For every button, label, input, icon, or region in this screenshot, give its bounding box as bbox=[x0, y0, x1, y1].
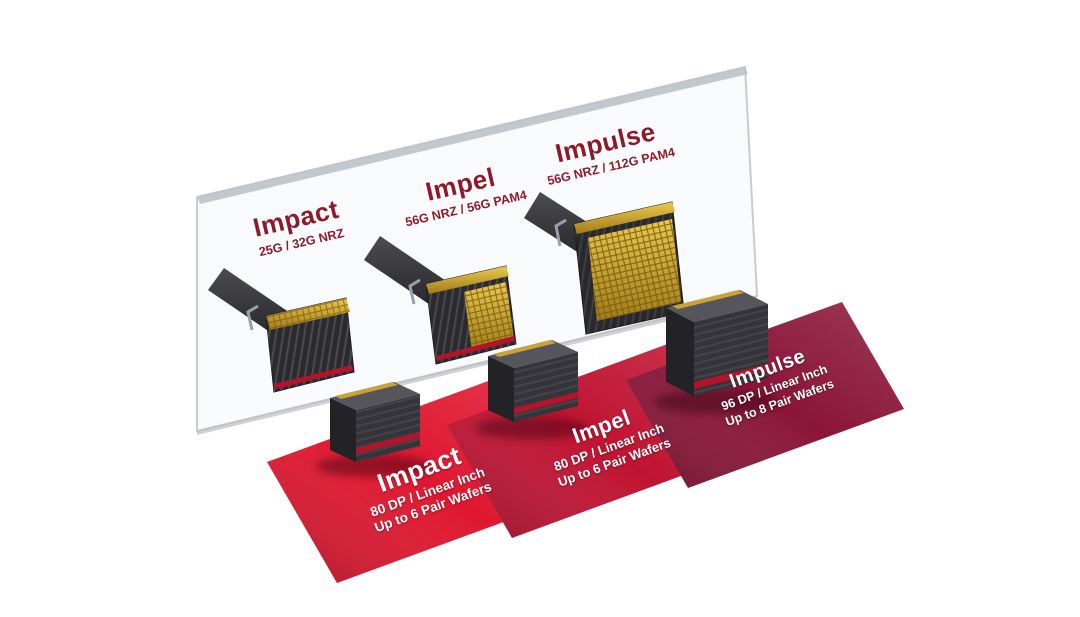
impulse-module bbox=[654, 290, 778, 414]
impel-module-top bbox=[488, 340, 578, 368]
impel-mounting-clip bbox=[408, 278, 421, 305]
impact-module-red-stripe bbox=[356, 432, 420, 454]
impel-module bbox=[476, 340, 588, 439]
impact-module-gold-edge bbox=[335, 382, 398, 399]
impact-red-accent bbox=[274, 365, 353, 389]
impact-module bbox=[316, 382, 432, 477]
impel-module-red-stripe bbox=[514, 392, 578, 414]
impact-gold-contacts-grid bbox=[266, 298, 350, 330]
impulse-gold-top-strip bbox=[574, 202, 675, 234]
glass-panel-top-edge bbox=[197, 67, 748, 204]
impact-module-top bbox=[330, 382, 420, 410]
impulse-gold-pin-grid bbox=[588, 219, 681, 321]
impact-mounting-clip bbox=[246, 304, 259, 331]
impel-red-accent bbox=[436, 336, 515, 361]
impulse-module-shadow bbox=[654, 390, 778, 414]
impel-module-gold-edge bbox=[493, 340, 556, 357]
impulse-module-red-stripe bbox=[694, 364, 768, 389]
impact-backplane-connector bbox=[208, 268, 355, 393]
impel-gold-contacts-grid bbox=[464, 282, 514, 352]
impel-gold-top-strip bbox=[426, 266, 509, 294]
impulse-backplane-connector bbox=[524, 192, 685, 335]
impact-module-shadow bbox=[316, 455, 432, 477]
impel-module-left bbox=[488, 356, 514, 422]
impel-module-shadow bbox=[476, 417, 588, 439]
impel-backplane-connector bbox=[364, 236, 517, 365]
impulse-mounting-clip bbox=[554, 218, 567, 247]
impact-module-left bbox=[330, 398, 356, 462]
impulse-module-gold-edge bbox=[672, 290, 744, 309]
impulse-module-top bbox=[666, 290, 768, 322]
impulse-module-left bbox=[666, 308, 694, 396]
